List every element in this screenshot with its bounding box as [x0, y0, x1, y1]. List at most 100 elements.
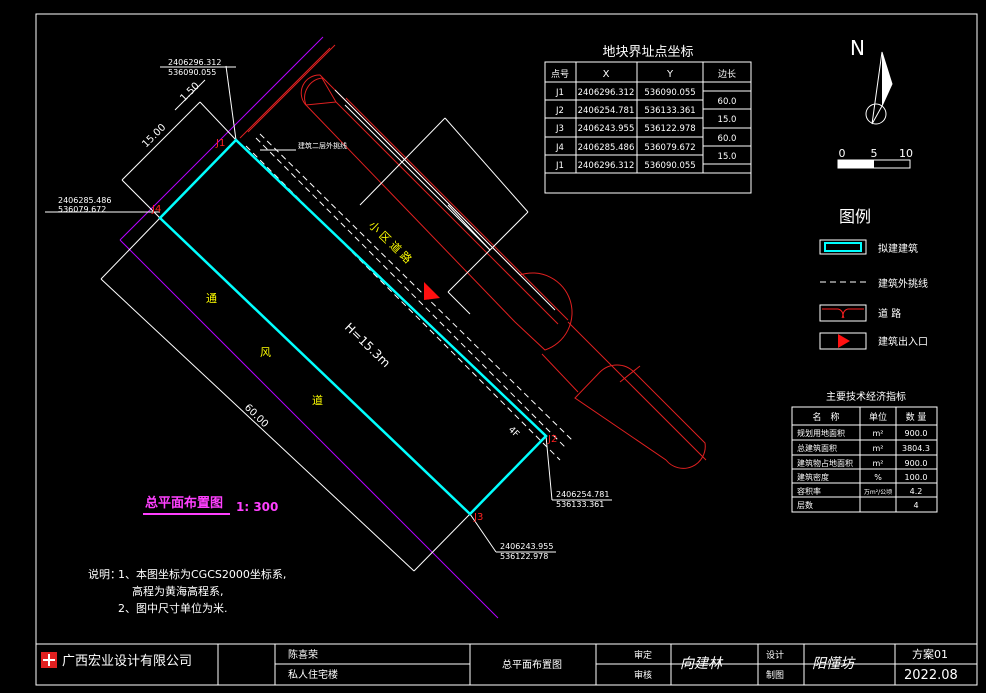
indicator-name: 总建筑面积	[797, 443, 837, 453]
road-outlines	[239, 44, 707, 469]
dim-label: 15.00	[140, 122, 168, 150]
role-label: 制图	[766, 669, 784, 681]
coord-header-x: X	[603, 69, 610, 80]
dim-label: 60.00	[242, 402, 270, 430]
indicator-unit: m²	[873, 429, 884, 438]
plan-scale: 1: 300	[236, 500, 278, 514]
legend-item: 建筑出入口	[878, 335, 928, 348]
channel-label: 道	[312, 393, 323, 407]
date-label: 2022.08	[904, 668, 958, 683]
note-line: 2、图中尺寸单位为米.	[118, 601, 228, 615]
indicators-table-grid	[791, 406, 938, 513]
overhang-lines	[245, 133, 573, 461]
notes-head: 说明：	[88, 567, 121, 581]
indicator-value: 900.0	[905, 459, 928, 468]
coord-cell: 2406296.312	[578, 161, 635, 171]
road-label: 小 区 道 路	[366, 218, 415, 266]
indicators-header: 数 量	[906, 411, 927, 423]
coord-table-grid	[544, 61, 752, 194]
coord-cell: 536079.672	[644, 143, 695, 153]
coord-j1-y: 536090.055	[168, 68, 216, 77]
indicator-name: 建筑密度	[797, 472, 829, 482]
coord-edge: 60.0	[718, 134, 737, 144]
scale-tick: 5	[871, 147, 878, 160]
coord-cell: 536090.055	[644, 161, 695, 171]
scheme-label: 方案01	[912, 647, 948, 661]
building-footprint	[158, 138, 548, 516]
owner-name: 陈喜荣	[288, 648, 318, 661]
indicator-unit: %	[874, 473, 882, 482]
building-floors: 4F	[506, 425, 521, 440]
coord-edge: 15.0	[718, 115, 737, 125]
coord-cell: J4	[555, 143, 564, 153]
indicator-unit: 万m²/公顷	[864, 488, 892, 496]
legend-symbols	[819, 239, 867, 350]
coord-j3-x: 2406243.955	[500, 542, 553, 551]
coord-edge: 60.0	[718, 97, 737, 107]
role-label: 设计	[766, 649, 784, 661]
coord-j1-x: 2406296.312	[168, 58, 221, 67]
indicator-value: 3804.3	[902, 444, 930, 453]
entrance-marker	[424, 282, 440, 300]
note-line: 高程为黄海高程系,	[132, 584, 224, 598]
point-label-j2: J2	[547, 434, 557, 445]
plan-title: 总平面布置图	[145, 495, 223, 511]
drawing-frame	[35, 13, 978, 686]
north-arrow-icon	[865, 51, 893, 125]
legend-item: 建筑外挑线	[878, 277, 928, 290]
scale-tick: 10	[899, 147, 913, 160]
scale-tick: 0	[839, 147, 846, 160]
overhang-label: 建筑二层外挑线	[298, 141, 347, 150]
coord-header-edge: 边长	[718, 68, 736, 80]
indicator-value: 100.0	[905, 473, 928, 482]
indicator-value: 4	[913, 501, 918, 510]
channel-label: 风	[260, 346, 271, 359]
indicator-unit: m²	[873, 444, 884, 453]
coord-cell: 536090.055	[644, 88, 695, 98]
coord-cell: J2	[555, 106, 564, 116]
indicator-value: 900.0	[905, 429, 928, 438]
role-label: 审核	[634, 669, 652, 681]
dim-label: 1.50	[178, 81, 202, 105]
coord-table-title: 地块界址点坐标	[602, 45, 693, 60]
drawing-name: 总平面布置图	[502, 658, 562, 671]
coord-cell: J1	[555, 88, 564, 98]
coord-edge: 15.0	[718, 152, 737, 162]
scale-bar	[837, 159, 911, 169]
coord-cell: 2406285.486	[578, 143, 635, 153]
coord-header-y: Y	[666, 69, 674, 80]
indicator-name: 建筑物占地面积	[797, 458, 853, 468]
signature: 阳懂坊	[812, 656, 856, 672]
north-label: N	[850, 36, 865, 60]
title-block-grid	[36, 643, 977, 685]
channel-label: 通	[206, 292, 217, 305]
legend-title: 图例	[839, 207, 871, 226]
coord-cell: 536122.978	[644, 124, 695, 134]
coord-cell: 536133.361	[644, 106, 695, 116]
building-height: H=15.3m	[342, 320, 393, 370]
coord-cell: 2406254.781	[578, 106, 635, 116]
coord-cell: J1	[555, 161, 564, 171]
coord-cell: J3	[555, 124, 564, 134]
coord-j3-y: 536122.978	[500, 552, 548, 561]
point-label-j4: J4	[151, 204, 161, 215]
coord-j2-y: 536133.361	[556, 500, 604, 509]
coord-j2-x: 2406254.781	[556, 490, 609, 499]
indicators-header: 名 称	[812, 411, 839, 423]
lot-boundary-lines	[119, 36, 499, 619]
coord-j4-y: 536079.672	[58, 205, 106, 214]
company-name: 广西宏业设计有限公司	[62, 654, 192, 669]
indicator-name: 容积率	[797, 486, 821, 496]
parking-bays	[334, 89, 556, 315]
company-logo-mark	[43, 654, 55, 666]
coord-cell: 2406243.955	[578, 124, 635, 134]
point-label-j3: J3	[473, 512, 483, 523]
role-label: 审定	[634, 649, 652, 661]
note-line: 1、本图坐标为CGCS2000坐标系,	[118, 567, 286, 581]
indicator-name: 规划用地面积	[797, 428, 845, 438]
signature: 向建林	[680, 656, 724, 672]
indicators-header: 单位	[869, 411, 887, 423]
coord-header-pt: 点号	[551, 69, 569, 80]
coord-cell: 2406296.312	[578, 88, 635, 98]
